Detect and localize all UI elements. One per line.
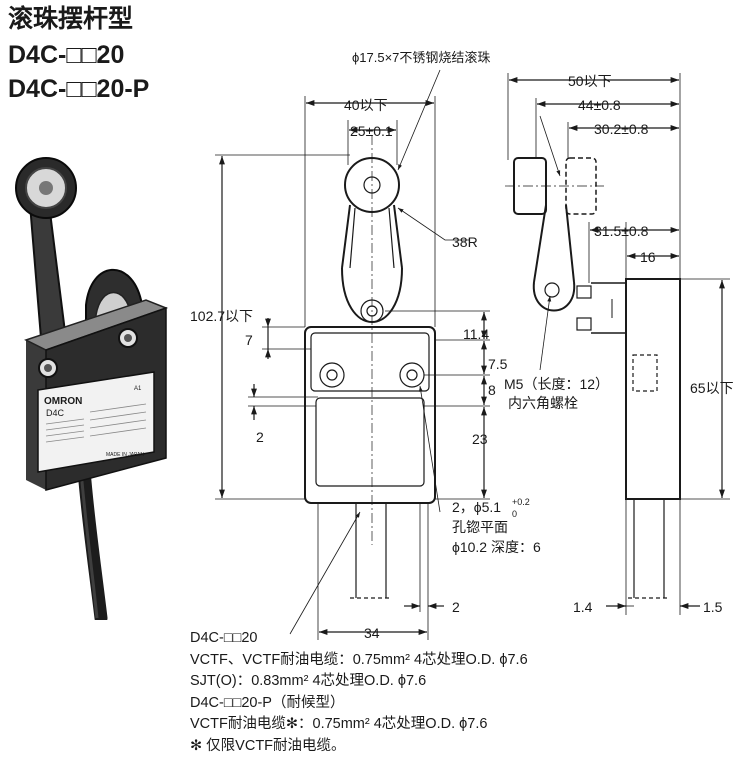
- photo-code-text: A1: [134, 386, 142, 392]
- label-width-50: 50以下: [568, 73, 612, 89]
- label-dim-1-5: 1.5: [703, 599, 723, 615]
- label-dim-2-bottom: 2: [452, 599, 460, 615]
- note-line: VCTF耐油电缆✻：0.75mm² 4芯处理O.D. ϕ7.6: [190, 716, 488, 732]
- label-dim-7: 7: [245, 332, 253, 348]
- note-line: SJT(O)：0.83mm² 4芯处理O.D. ϕ7.6: [190, 673, 427, 689]
- label-dim-1-4: 1.4: [573, 599, 593, 615]
- photo-made-text: MADE IN JAPAN: [106, 452, 144, 458]
- label-width-34: 34: [364, 625, 380, 641]
- label-hole-diameter: 2，ϕ5.1: [452, 499, 501, 515]
- label-width-31: 31.5±0.8: [594, 223, 649, 239]
- label-width-25: 25±0.1: [350, 123, 393, 139]
- note-line: ✻ 仅限VCTF耐油电缆。: [190, 737, 346, 754]
- label-dim-2-left: 2: [256, 429, 264, 445]
- label-counterbore-depth: ϕ10.2 深度：6: [452, 539, 541, 555]
- model-number-weatherproof: D4C-□□20-P: [8, 75, 150, 103]
- note-line: D4C-□□20: [190, 630, 258, 646]
- label-hole-tolerance-upper: +0.2: [512, 497, 530, 507]
- page-title: 滚珠摆杆型: [8, 5, 134, 33]
- note-line: VCTF、VCTF耐油电缆：0.75mm² 4芯处理O.D. ϕ7.6: [190, 651, 528, 668]
- model-number-standard: D4C-□□20: [8, 41, 125, 69]
- label-counterbore: 孔锪平面: [452, 519, 508, 535]
- label-dim-8: 8: [488, 382, 496, 398]
- product-photo: OMRON D4C A1 MADE IN JAPAN: [15, 157, 169, 620]
- cable-notes: D4C-□□20 VCTF、VCTF耐油电缆：0.75mm² 4芯处理O.D. …: [190, 628, 528, 757]
- label-width-40: 40以下: [344, 97, 388, 113]
- label-height-102: 102.7以下: [190, 308, 253, 324]
- label-dim-7-5: 7.5: [488, 356, 508, 372]
- photo-model-text: D4C: [46, 408, 65, 418]
- label-radius-38: 38R: [452, 234, 478, 250]
- label-hole-tolerance-lower: 0: [512, 509, 517, 519]
- label-width-16: 16: [640, 249, 656, 265]
- label-roller-spec: ϕ17.5×7不锈钢烧结滚珠: [352, 50, 490, 65]
- note-line: D4C-□□20-P（耐候型）: [190, 694, 345, 711]
- label-bolt-spec: M5（长度：12）: [504, 376, 609, 392]
- label-width-30: 30.2±0.8: [594, 121, 649, 137]
- label-dim-23: 23: [472, 431, 488, 447]
- label-dim-11: 11.4: [463, 326, 489, 342]
- photo-brand-text: OMRON: [44, 396, 82, 407]
- label-height-65: 65以下: [690, 380, 734, 396]
- label-bolt-type: 内六角螺栓: [508, 395, 578, 411]
- label-width-44: 44±0.8: [578, 97, 621, 113]
